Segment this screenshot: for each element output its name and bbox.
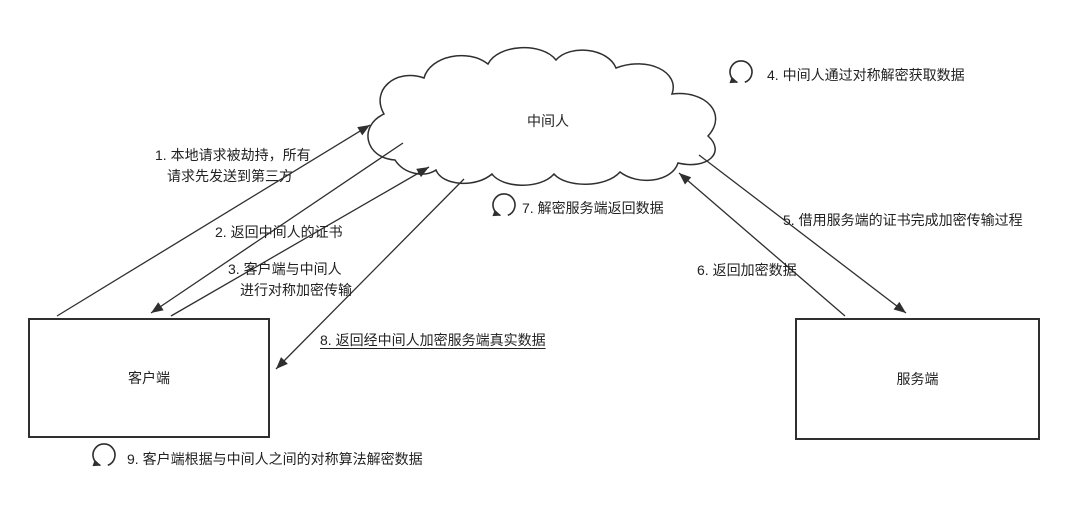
client-label: 客户端	[128, 370, 170, 386]
step-1-label-line-2: 请求先发送到第三方	[167, 168, 293, 184]
step-3-label-line-1: 3. 客户端与中间人	[228, 261, 342, 277]
arrow-step-1-request-hijacked	[56, 124, 371, 317]
middleman-label: 中间人	[527, 113, 569, 129]
arrow-step-3-symmetric-transfer	[170, 166, 430, 317]
server-node: 服务端	[795, 318, 1040, 440]
loop-arrow-icon-step-9	[92, 443, 116, 467]
client-node: 客户端	[28, 318, 270, 438]
step-3-label-line-2: 进行对称加密传输	[240, 282, 352, 298]
server-label: 服务端	[896, 371, 939, 387]
step-6-label: 6. 返回加密数据	[697, 262, 797, 278]
step-5-label: 5. 借用服务端的证书完成加密传输过程	[783, 212, 1023, 228]
arrow-step-8-return-real-data	[275, 178, 465, 370]
loop-arrow-icon-step-4	[729, 60, 753, 84]
middleman-cloud-shape	[367, 47, 717, 186]
arrow-step-5-to-server	[698, 154, 907, 314]
arrow-step-2-return-certificate	[150, 142, 404, 314]
step-8-label: 8. 返回经中间人加密服务端真实数据	[320, 332, 546, 348]
arrow-step-6-return-encrypted	[678, 172, 846, 317]
step-2-label: 2. 返回中间人的证书	[215, 224, 343, 240]
step-9-label: 9. 客户端根据与中间人之间的对称算法解密数据	[127, 451, 423, 467]
step-7-label: 7. 解密服务端返回数据	[522, 200, 664, 216]
step-1-label-line-1: 1. 本地请求被劫持，所有	[155, 147, 311, 163]
step-4-label: 4. 中间人通过对称解密获取数据	[767, 67, 965, 83]
loop-arrow-icon-step-7	[492, 193, 516, 217]
